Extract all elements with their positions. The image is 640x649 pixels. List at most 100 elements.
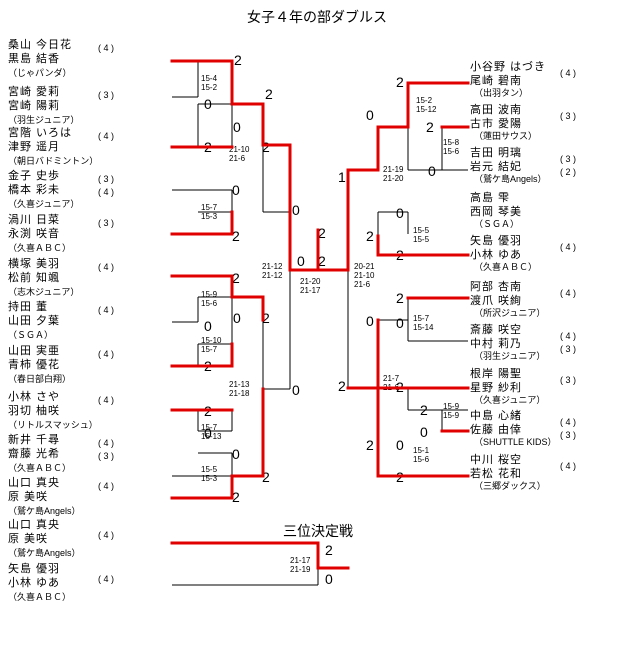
left-entry-club: （朝日バドミントン） [8, 156, 99, 166]
match-score: 15-9 15-6 [201, 290, 218, 308]
match-score: 20-21 21-10 21-6 [354, 262, 375, 289]
right-entry-player1: 高田 波南 [470, 104, 523, 116]
third-place-title: 三位決定戦 [283, 523, 353, 539]
right-entry-grade2: ( 3 ) [560, 344, 577, 354]
right-entry-grade: ( 4 ) [560, 461, 577, 471]
left-entry-grade2: ( 4 ) [98, 187, 115, 197]
right-entry-player1: 小谷野 はづき [470, 61, 547, 73]
match-score: 15-9 15-9 [443, 402, 460, 420]
round-number: 0 [233, 119, 241, 135]
left-entry-player1: 金子 史歩 [8, 170, 61, 182]
left-entry-player1: 小林 さや [8, 391, 61, 403]
left-entry-player2: 原 美咲 [8, 491, 49, 503]
right-entry-club: （蓮田サウス） [474, 131, 538, 141]
left-entry-grade: ( 4 ) [98, 481, 115, 491]
round-number: 2 [262, 310, 270, 326]
right-entry-player2: 佐藤 由倖 [470, 424, 523, 436]
third-entry-player1: 矢島 優羽 [8, 563, 61, 575]
round-number: 2 [232, 228, 240, 244]
third-entry-club: （久喜ＡＢＣ） [8, 592, 72, 602]
round-number: 2 [396, 290, 404, 306]
left-entry-player1: 山田 実亜 [8, 345, 61, 357]
round-number: 2 [318, 253, 326, 269]
right-entry-grade: ( 3 ) [560, 154, 577, 164]
match-score: 21-17 21-19 [290, 556, 311, 574]
match-score: 21-12 21-12 [262, 262, 283, 280]
right-entry-player1: 高島 雫 [470, 192, 511, 204]
right-entry-club: （SHUTTLE KIDS） [474, 437, 557, 447]
left-entry-club: （志木ジュニア） [8, 287, 80, 297]
round-number: 0 [428, 163, 436, 179]
left-entry-player1: 横塚 美羽 [8, 258, 61, 270]
right-entry-player1: 矢島 優羽 [470, 235, 523, 247]
round-number: 0 [232, 182, 240, 198]
match-score: 21-20 21-17 [300, 277, 321, 295]
left-entry-player2: 橋本 彩未 [8, 184, 61, 196]
match-score: 15-8 15-6 [443, 138, 460, 156]
third-entry-player2: 小林 ゆあ [8, 577, 61, 589]
round-number: 2 [318, 225, 326, 241]
round-number: 0 [396, 437, 404, 453]
right-entry-player2: 尾崎 碧南 [470, 75, 523, 87]
left-entry-club: （リトルスマッシュ） [8, 420, 98, 430]
right-entry-grade: ( 3 ) [560, 111, 577, 121]
right-entry-player1: 斎藤 咲空 [470, 324, 523, 336]
round-number: 0 [366, 107, 374, 123]
right-entry-club: （ＳＧＡ） [474, 219, 520, 229]
right-entry-player2: 渡爪 咲絢 [470, 295, 523, 307]
match-score: 15-4 15-2 [201, 74, 218, 92]
left-entry-player2: 羽切 柚咲 [8, 405, 61, 417]
left-entry-grade2: ( 3 ) [98, 451, 115, 461]
round-number: 2 [262, 139, 270, 155]
left-entry-club: （羽生ジュニア） [8, 115, 80, 125]
left-entry-club: （ＳＧＡ） [8, 330, 54, 340]
right-entry-player2: 中村 莉乃 [470, 338, 523, 350]
left-entry-grade: ( 4 ) [98, 262, 115, 272]
round-number: 0 [297, 253, 305, 269]
match-score: 21-13 21-18 [229, 380, 250, 398]
right-entry-player1: 中島 心緒 [470, 410, 523, 422]
right-entry-club: （鷲ケ島Angels） [474, 174, 547, 184]
right-entry-player1: 中川 桜空 [470, 454, 523, 466]
round-number: 2 [325, 542, 333, 558]
round-number: 2 [232, 270, 240, 286]
round-number: 2 [426, 119, 434, 135]
round-number: 0 [420, 424, 428, 440]
left-entry-player1: 渦川 日菜 [8, 214, 61, 226]
left-entry-player2: 山田 夕葉 [8, 315, 61, 327]
left-entry-grade: ( 4 ) [98, 305, 115, 315]
left-entry-grade: ( 3 ) [98, 90, 115, 100]
right-entry-player2: 星野 紗利 [470, 382, 523, 394]
round-number: 0 [366, 313, 374, 329]
left-entry-club: （鷲ケ島Angels） [8, 506, 81, 516]
round-number: 0 [204, 425, 212, 441]
left-entry-player2: 松前 知颯 [8, 272, 61, 284]
match-score: 21-19 21-20 [383, 165, 404, 183]
round-number: 2 [396, 74, 404, 90]
left-entry-player1: 宮崎 愛莉 [8, 86, 61, 98]
match-score: 15-2 15-12 [416, 96, 437, 114]
right-entry-club: （所沢ジュニア） [474, 308, 546, 318]
right-entry-player1: 根岸 陽聖 [470, 368, 523, 380]
round-number: 2 [234, 52, 242, 68]
left-entry-player1: 宮階 いろは [8, 127, 73, 139]
left-entry-club: （久喜ＡＢＣ） [8, 463, 72, 473]
third-entry-player2: 原 美咲 [8, 533, 49, 545]
left-entry-player2: 津野 遥月 [8, 141, 61, 153]
right-entry-club: （久喜ＡＢＣ） [474, 262, 538, 272]
third-entry-player1: 山口 真央 [8, 519, 61, 531]
right-entry-club: （三郷ダックス） [474, 481, 546, 491]
round-number: 2 [262, 469, 270, 485]
right-entry-player2: 西岡 琴美 [470, 206, 523, 218]
left-entry-grade: ( 4 ) [98, 395, 115, 405]
match-score: 21-10 21-6 [229, 145, 250, 163]
left-entry-grade: ( 3 ) [98, 174, 115, 184]
right-entry-club: （久喜ジュニア） [474, 395, 546, 405]
left-entry-grade: ( 4 ) [98, 438, 115, 448]
right-entry-grade: ( 3 ) [560, 375, 577, 385]
round-number: 0 [325, 571, 333, 587]
round-number: 0 [204, 318, 212, 334]
round-number: 0 [292, 382, 300, 398]
left-entry-player2: 永渕 咲音 [8, 228, 61, 240]
